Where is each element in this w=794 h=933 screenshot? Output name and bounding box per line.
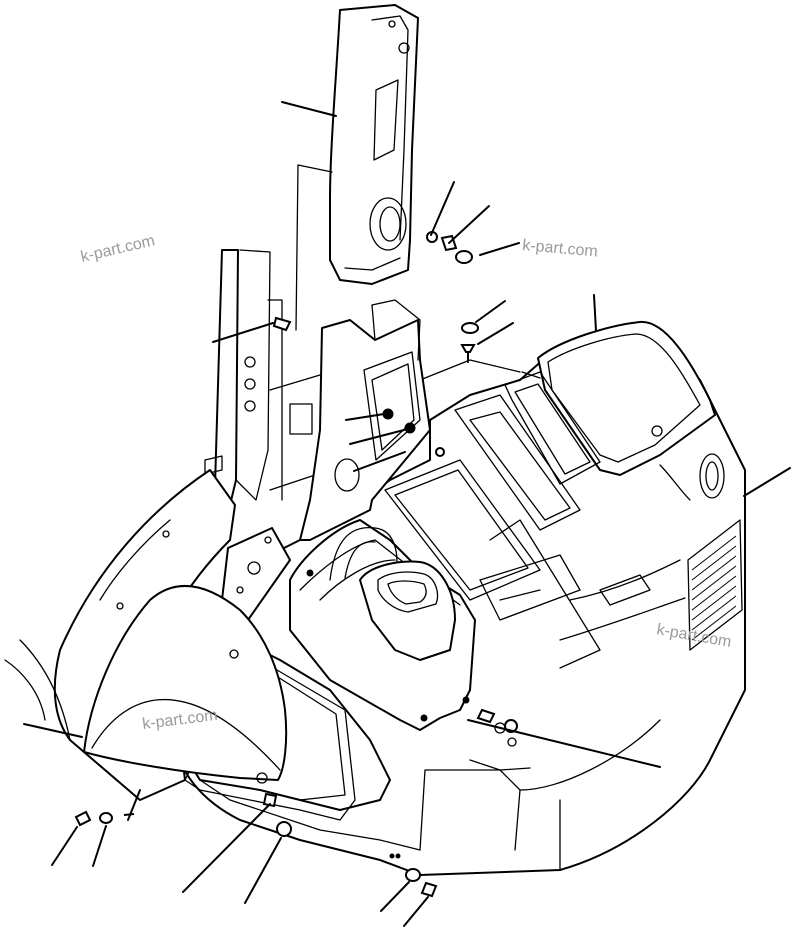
bracket-plate: [221, 527, 291, 621]
watermark-top-right: k-part.com: [522, 237, 599, 261]
leader-lines: [23, 101, 791, 927]
watermark-left: k-part.com: [79, 232, 156, 266]
pillar-cover-lower: [299, 299, 431, 541]
pillar-cover-upper: [329, 4, 419, 285]
front-cover: [83, 584, 288, 784]
hardware: [74, 231, 518, 898]
glove-box-lid: [504, 320, 716, 485]
lever-housing: [289, 519, 476, 731]
